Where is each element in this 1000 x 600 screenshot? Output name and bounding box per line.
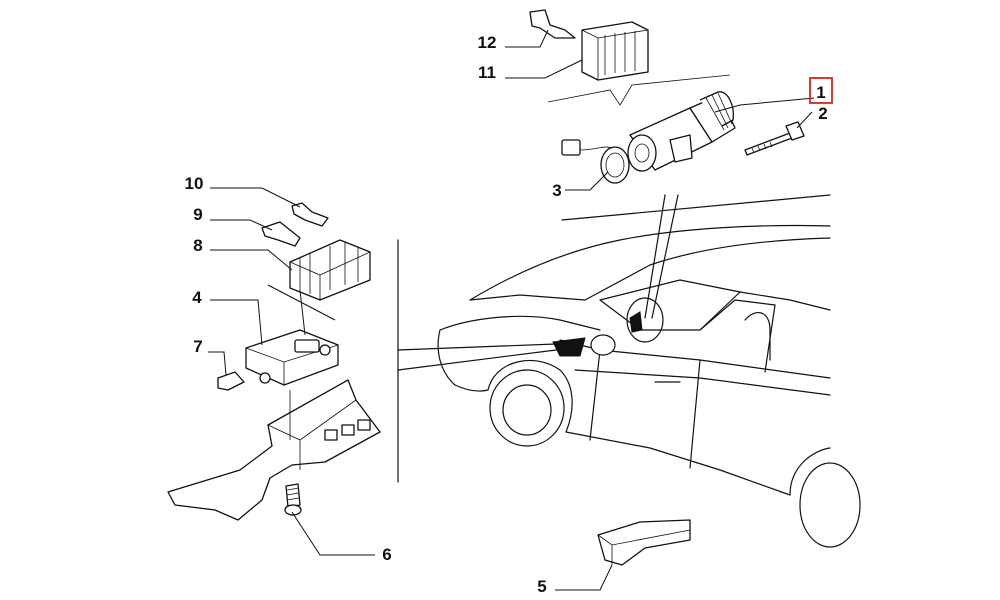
callout-3[interactable]: 3 bbox=[552, 181, 561, 200]
part-1-ignition-cylinder bbox=[627, 91, 736, 172]
part-9-terminal bbox=[261, 221, 301, 247]
callout-8[interactable]: 8 bbox=[193, 236, 202, 255]
part-3-ring-connector bbox=[561, 139, 630, 184]
callout-4[interactable]: 4 bbox=[192, 288, 202, 307]
callout-11[interactable]: 11 bbox=[478, 63, 496, 82]
callout-7[interactable]: 7 bbox=[193, 337, 202, 356]
callout-9[interactable]: 9 bbox=[193, 205, 202, 224]
callout-12[interactable]: 12 bbox=[478, 33, 497, 52]
part-2-bolt bbox=[744, 121, 805, 156]
group-bracket-line bbox=[547, 74, 731, 106]
callout-6[interactable]: 6 bbox=[382, 545, 391, 564]
part-8-fuse-block bbox=[289, 239, 371, 301]
callout-2[interactable]: 2 bbox=[818, 104, 827, 123]
callout-1[interactable]: 1 bbox=[816, 83, 825, 102]
part-7-clip bbox=[217, 371, 245, 391]
part-11-connector-block bbox=[581, 21, 649, 81]
car-illustration bbox=[397, 194, 861, 548]
mounting-bracket bbox=[167, 379, 381, 521]
callout-1-highlight-box bbox=[809, 77, 833, 104]
leader-lines bbox=[208, 29, 815, 591]
callout-5[interactable]: 5 bbox=[537, 577, 546, 596]
part-4-control-unit bbox=[245, 329, 339, 386]
part-10-terminal bbox=[291, 202, 329, 227]
part-6-screw bbox=[284, 483, 302, 516]
part-5-bracket bbox=[597, 519, 691, 566]
callout-10[interactable]: 10 bbox=[185, 174, 204, 193]
callouts: 1 2 3 4 5 6 7 8 9 10 11 12 bbox=[185, 33, 833, 596]
part-12-terminal bbox=[529, 9, 576, 39]
